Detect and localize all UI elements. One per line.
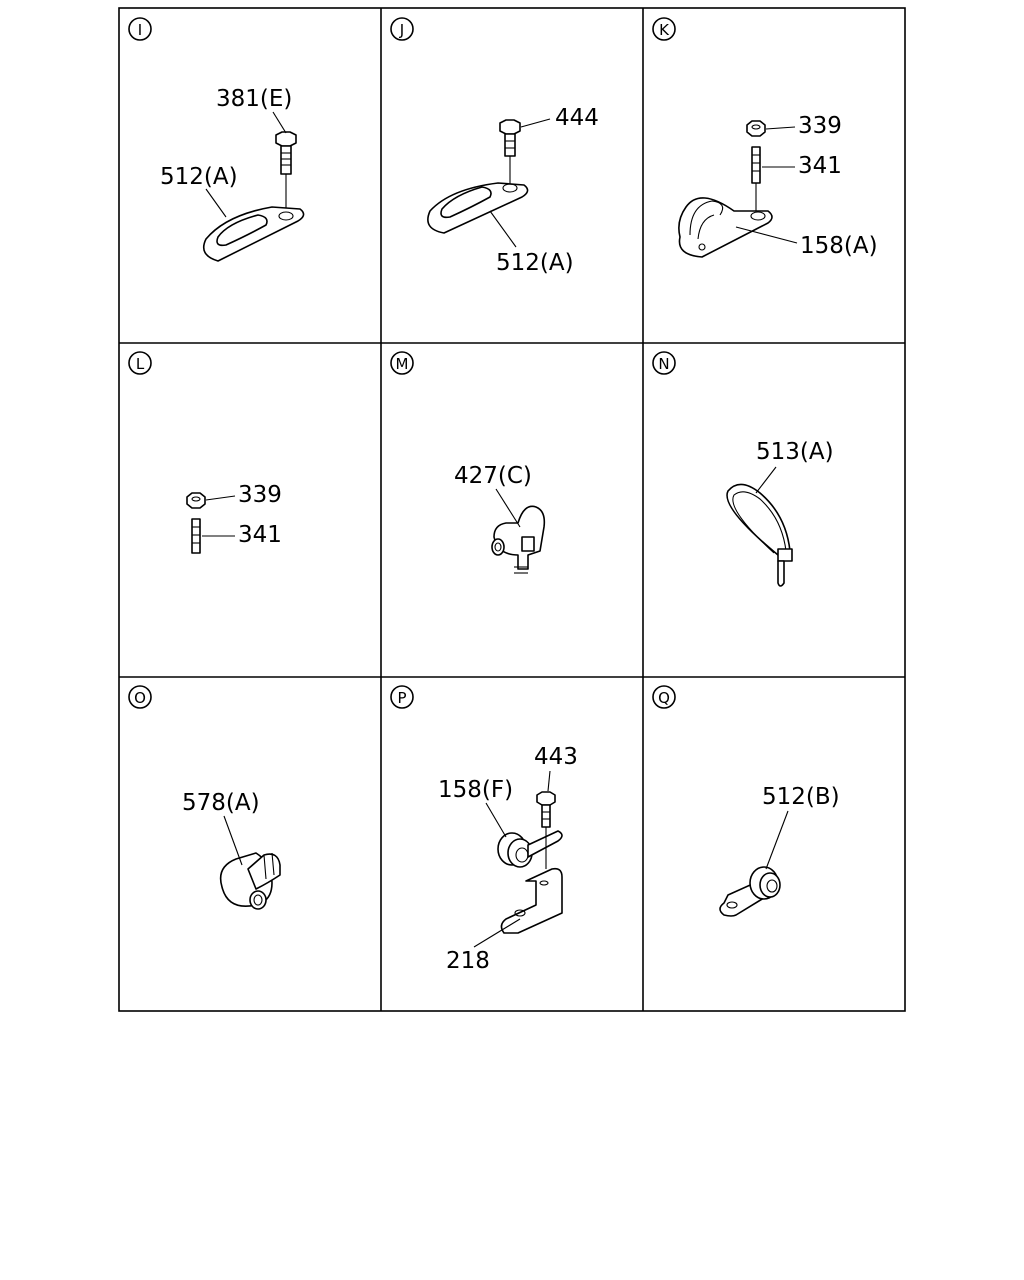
svg-text:N: N [658,355,669,373]
callout-339: 339 [238,482,282,508]
callout-339: 339 [798,113,842,139]
callout-381E: 381(E) [216,86,292,112]
callout-578A: 578(A) [182,790,260,816]
cell-marker-I: I [128,17,152,41]
svg-text:L: L [136,355,145,373]
cell-Q: Q 512(B) [652,685,840,917]
bolt-part [275,131,297,215]
leader-line [205,495,236,501]
callout-218: 218 [446,948,490,974]
cell-K: K 339 341 158(A) [652,17,878,259]
callout-427C: 427(C) [454,463,532,489]
clip-part [678,197,773,258]
cable-tie-part [726,483,793,587]
clip-part [427,182,529,234]
callout-513A: 513(A) [756,439,834,465]
leader-line [485,802,507,838]
bracket-part [500,827,563,934]
callout-444: 444 [555,105,599,131]
callout-341: 341 [238,522,282,548]
leader-line [755,466,777,494]
leader-line [765,810,789,870]
leader-line [272,111,287,134]
callout-158F: 158(F) [438,777,513,803]
leader-line [473,918,521,948]
callout-512B: 512(B) [762,784,840,810]
bolt-part [536,791,556,828]
stud-part [191,518,201,554]
leader-line [765,126,796,130]
cell-marker-J: J [390,17,414,41]
clamp-part [497,830,563,868]
cell-marker-Q: Q [652,685,676,709]
leader-line [495,488,521,528]
cell-marker-N: N [652,351,676,375]
elbow-fitting-part [491,505,546,574]
leader-line [223,815,243,866]
cell-marker-K: K [652,17,676,41]
grid-lines [118,7,906,1012]
clip-part [202,206,305,262]
svg-text:K: K [659,21,670,39]
nut-part [186,492,206,509]
callout-443: 443 [534,744,578,770]
svg-text:M: M [396,355,409,373]
cell-O: O 578(A) [128,685,281,910]
svg-text:P: P [397,689,406,707]
cell-M: M 427(C) [390,351,546,574]
leader-line [489,210,517,248]
callout-512A: 512(A) [160,164,238,190]
cell-N: N 513(A) [652,351,834,587]
leader-line [735,226,798,244]
cell-L: L 339 341 [128,351,282,554]
cell-J: J 444 512(A) [390,17,599,276]
clip-part [719,866,781,917]
bolt-part [499,119,521,187]
parts-diagram-grid: I 381(E) 512(A) J [118,7,906,1012]
svg-text:J: J [399,21,404,39]
stud-part [751,146,761,213]
cell-marker-P: P [390,685,414,709]
callout-158A: 158(A) [800,233,878,259]
leader-line [205,188,227,218]
cell-marker-M: M [390,351,414,375]
svg-text:O: O [134,689,146,707]
callout-341: 341 [798,153,842,179]
cell-marker-O: O [128,685,152,709]
cell-P: P 443 158(F) 218 [390,685,578,974]
callout-512A: 512(A) [496,250,574,276]
svg-text:I: I [138,21,142,39]
svg-text:Q: Q [658,689,670,707]
cell-marker-L: L [128,351,152,375]
leader-line [547,770,551,792]
cell-I: I 381(E) 512(A) [128,17,305,262]
nut-part [746,120,766,137]
hose-elbow-part [219,852,281,910]
leader-line [520,118,551,128]
